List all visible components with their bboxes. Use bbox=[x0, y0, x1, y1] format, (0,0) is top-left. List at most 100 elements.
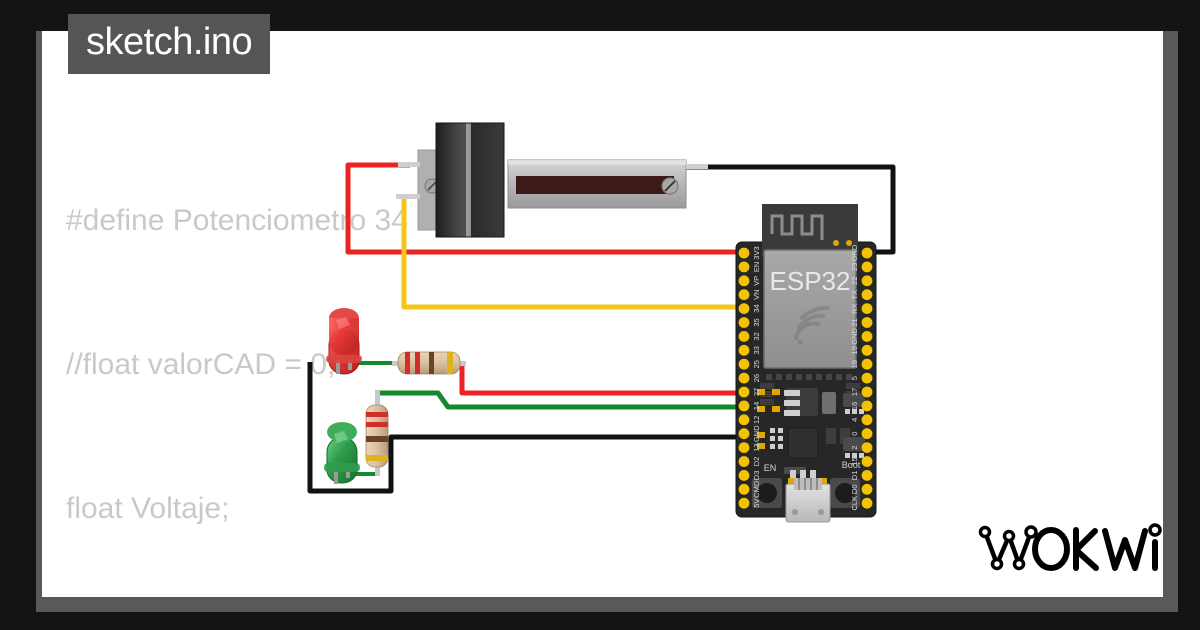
pin-clk[interactable] bbox=[861, 497, 873, 509]
wire-pot-gnd[interactable] bbox=[686, 164, 896, 255]
pin-label-14: 14 bbox=[752, 402, 761, 410]
resistor-1[interactable] bbox=[392, 351, 466, 375]
pin-header-left[interactable]: 3V3ENVPVN343532332526271412GND13D2D3CMD5… bbox=[738, 246, 761, 509]
pin-label-d0: D0 bbox=[850, 485, 859, 495]
pin-21[interactable] bbox=[861, 317, 873, 328]
esp32-module-label: ESP32 bbox=[770, 266, 851, 296]
pin-23[interactable] bbox=[861, 261, 873, 273]
pin-label-17: 17 bbox=[850, 388, 859, 396]
slide-potentiometer[interactable] bbox=[396, 122, 708, 238]
pin-en[interactable] bbox=[738, 261, 750, 273]
pin-label-en: EN bbox=[752, 262, 761, 272]
wire-res2-14[interactable] bbox=[378, 390, 742, 410]
pin-label-26: 26 bbox=[752, 374, 761, 382]
usb-connector bbox=[785, 478, 831, 523]
pin-13[interactable] bbox=[738, 442, 750, 453]
pin-22[interactable] bbox=[861, 275, 873, 287]
pin-label-19: 19 bbox=[850, 346, 859, 354]
pin-label-gnd: GND bbox=[850, 327, 859, 344]
code-editor-text: #define Potenciometro 34 //float valorCA… bbox=[66, 101, 826, 630]
pin-label-18: 18 bbox=[850, 360, 859, 368]
pin-18[interactable] bbox=[861, 358, 873, 370]
pin-label-rx: RX bbox=[850, 303, 859, 313]
boot-button[interactable] bbox=[830, 478, 860, 508]
pin-d2[interactable] bbox=[738, 456, 750, 467]
led-red[interactable] bbox=[326, 308, 362, 375]
pin-label-5: 5 bbox=[850, 376, 859, 380]
pin-cmd[interactable] bbox=[738, 483, 750, 495]
pin-35[interactable] bbox=[738, 317, 750, 328]
code-line: float Voltaje; bbox=[66, 492, 230, 525]
pin-25[interactable] bbox=[738, 358, 750, 370]
pin-vn[interactable] bbox=[738, 289, 750, 301]
pin-label-22: 22 bbox=[850, 277, 859, 285]
pin-label-2: 2 bbox=[850, 446, 859, 450]
pin-19[interactable] bbox=[861, 344, 873, 356]
pin-17[interactable] bbox=[861, 386, 873, 398]
pin-3v3[interactable] bbox=[738, 247, 750, 259]
pin-label-d3: D3 bbox=[752, 471, 761, 481]
pin-d3[interactable] bbox=[738, 470, 750, 481]
pin-0[interactable] bbox=[861, 428, 873, 440]
pin-label-cmd: CMD bbox=[752, 480, 761, 498]
pin-27[interactable] bbox=[738, 386, 750, 398]
pin-label-clk: CLK bbox=[850, 496, 859, 511]
wire-pot-3v3[interactable] bbox=[345, 162, 742, 255]
pin-rx[interactable] bbox=[861, 303, 873, 314]
pin-5v[interactable] bbox=[738, 497, 750, 509]
pin-tx[interactable] bbox=[861, 289, 873, 301]
pin-label-32: 32 bbox=[752, 332, 761, 340]
pin-label-vp: VP bbox=[752, 276, 761, 286]
pin-label-16: 16 bbox=[850, 402, 859, 410]
pin-gnd[interactable] bbox=[861, 247, 873, 259]
resistor-2[interactable] bbox=[365, 390, 389, 476]
pin-label-d1: D1 bbox=[850, 471, 859, 481]
pin-label-4: 4 bbox=[850, 418, 859, 422]
pin-label-gnd: GND bbox=[752, 425, 761, 442]
panel-bottom-bar bbox=[42, 597, 1178, 612]
pin-label-13: 13 bbox=[752, 443, 761, 451]
code-line: //float valorCAD = 0; bbox=[66, 348, 336, 381]
pin-15[interactable] bbox=[861, 456, 873, 467]
pin-label-vn: VN bbox=[752, 289, 761, 299]
led-green[interactable] bbox=[324, 422, 360, 484]
pin-d0[interactable] bbox=[861, 483, 873, 495]
pin-label-d2: D2 bbox=[752, 457, 761, 467]
pin-gnd[interactable] bbox=[861, 331, 873, 342]
pin-label-12: 12 bbox=[752, 416, 761, 424]
pin-label-33: 33 bbox=[752, 346, 761, 354]
pin-label-35: 35 bbox=[752, 318, 761, 326]
wire-pot-34[interactable] bbox=[401, 197, 742, 310]
pin-2[interactable] bbox=[861, 442, 873, 453]
esp32-board[interactable]: ESP32 bbox=[735, 204, 877, 523]
pin-gnd[interactable] bbox=[738, 428, 750, 440]
pin-label-3v3: 3V3 bbox=[752, 246, 761, 259]
pin-32[interactable] bbox=[738, 331, 750, 342]
pin-label-27: 27 bbox=[752, 388, 761, 396]
pin-label-25: 25 bbox=[752, 360, 761, 368]
boot-button-label: Boot bbox=[842, 460, 861, 470]
pin-vp[interactable] bbox=[738, 275, 750, 287]
pin-label-0: 0 bbox=[850, 432, 859, 436]
pin-5[interactable] bbox=[861, 372, 873, 384]
en-button[interactable] bbox=[752, 478, 782, 508]
pin-26[interactable] bbox=[738, 372, 750, 384]
wire-led-gnd[interactable] bbox=[307, 362, 742, 494]
pin-33[interactable] bbox=[738, 344, 750, 356]
pin-d1[interactable] bbox=[861, 470, 873, 481]
pin-12[interactable] bbox=[738, 414, 750, 426]
pin-4[interactable] bbox=[861, 414, 873, 426]
wire-res1-27[interactable] bbox=[459, 366, 742, 396]
simulation-panel bbox=[42, 31, 1163, 597]
pin-34[interactable] bbox=[738, 303, 750, 314]
pin-label-23: 23 bbox=[850, 263, 859, 271]
pin-label-15: 15 bbox=[850, 457, 859, 465]
pin-label-tx: TX bbox=[850, 290, 859, 300]
pin-16[interactable] bbox=[861, 400, 873, 412]
pin-14[interactable] bbox=[738, 400, 750, 412]
pin-label-21: 21 bbox=[850, 318, 859, 326]
pin-label-34: 34 bbox=[752, 304, 761, 312]
